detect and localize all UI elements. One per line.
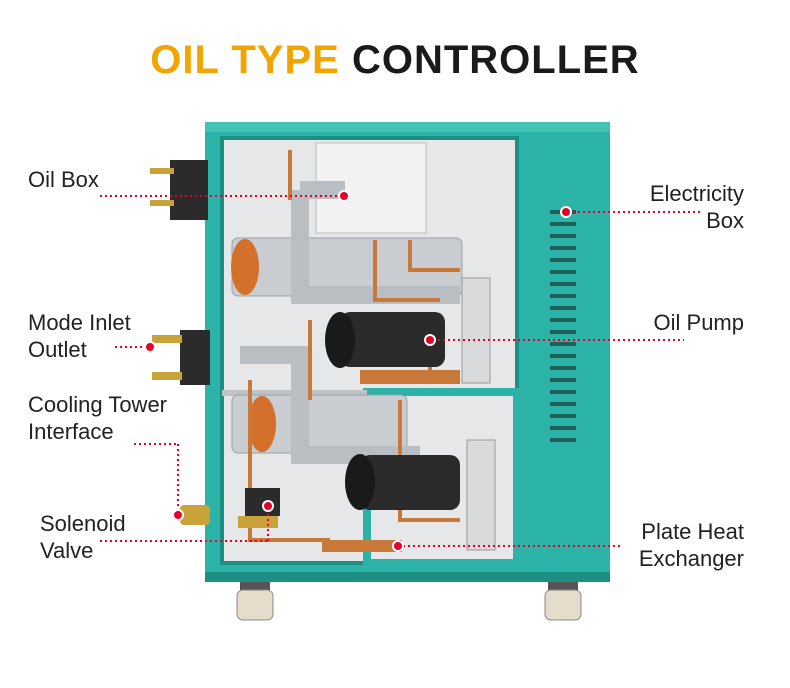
lower-pump-motor (360, 455, 460, 510)
oil-pump-motor (340, 312, 445, 367)
label-mode-inlet-outlet: Mode Inlet Outlet (28, 310, 131, 362)
callout-dots (144, 190, 572, 552)
label-plate-heat-exchanger: Plate Heat Exchanger (638, 519, 744, 571)
label-cooling-tower-interface: Cooling Tower Interface (28, 392, 168, 444)
label-solenoid-valve: Solenoid Valve (40, 511, 126, 563)
title-accent: OIL TYPE (150, 38, 340, 82)
oil-box-fittings (170, 160, 208, 220)
page-title: OIL TYPE CONTROLLER (0, 38, 790, 83)
solenoid-valve (245, 488, 280, 516)
label-oil-pump: Oil Pump (653, 310, 744, 335)
caster-wheels (236, 582, 582, 621)
label-oil-box: Oil Box (28, 167, 99, 192)
plate-exchanger-upper (461, 277, 491, 384)
title-main: CONTROLLER (351, 38, 640, 82)
cooling-tower-fitting (180, 505, 210, 525)
plate-exchanger-lower (466, 439, 496, 551)
mode-inlet-fittings (180, 330, 210, 385)
callout-lines (100, 195, 700, 547)
label-electricity-box: Electricity Box (649, 181, 744, 233)
